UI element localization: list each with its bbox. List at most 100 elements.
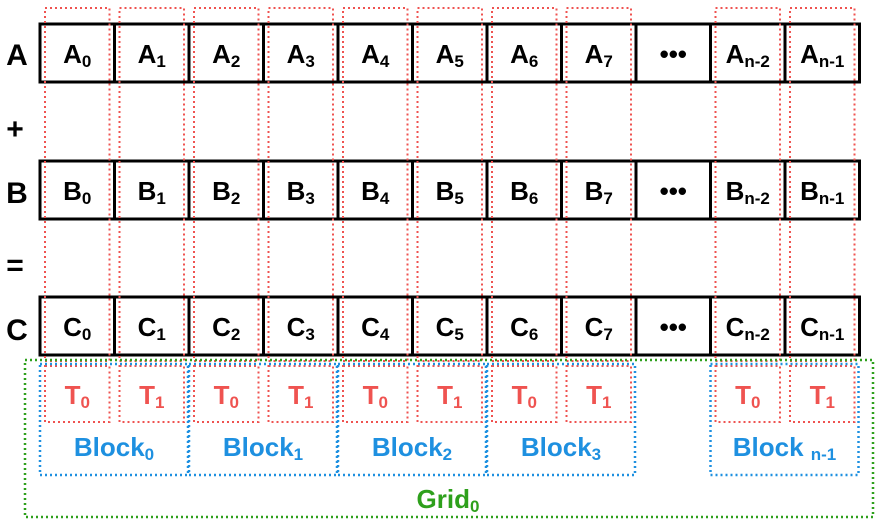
grid-label: Grid0 <box>417 484 480 516</box>
cell-letter: B <box>138 176 157 206</box>
thread-label-0: T0 <box>65 380 90 412</box>
cell-label-c-3: C3 <box>287 312 315 344</box>
cell-subscript: 2 <box>231 189 240 208</box>
cell-subscript: 7 <box>603 325 612 344</box>
cell-b-3 <box>262 159 340 221</box>
cell-c-5 <box>411 295 489 357</box>
thread-subscript: 0 <box>80 393 89 412</box>
cell-label-b-5: B5 <box>436 176 464 208</box>
cell-subscript: 5 <box>454 325 463 344</box>
cell-letter: A <box>726 39 745 69</box>
cell-letter: B <box>361 176 380 206</box>
thread-column-2 <box>193 7 260 362</box>
cell-label-a-1: A1 <box>138 39 166 71</box>
cell-letter: C <box>726 312 745 342</box>
cell-letter: C <box>287 312 306 342</box>
cell-subscript: n-1 <box>819 325 845 344</box>
cell-letter: C <box>800 312 819 342</box>
equals-sign: = <box>6 249 24 282</box>
cell-label-a-0: A0 <box>63 39 91 71</box>
block-label-3: Block3 <box>521 432 601 464</box>
cell-a-3 <box>262 22 340 84</box>
thread-column-3 <box>267 7 334 362</box>
cell-letter: C <box>361 312 380 342</box>
thread-subscript: 1 <box>304 393 313 412</box>
thread-column-5 <box>416 7 483 362</box>
thread-column-1 <box>118 7 185 362</box>
thread-subscript: 0 <box>378 393 387 412</box>
cell-subscript: 3 <box>305 52 314 71</box>
block-name: Block <box>733 432 811 462</box>
cell-b-8 <box>634 159 712 221</box>
cell-subscript: 6 <box>529 325 538 344</box>
cell-c-4 <box>336 295 414 357</box>
thread-column-8 <box>714 7 781 362</box>
cell-b-0 <box>38 159 116 221</box>
cell-label-c-2: C2 <box>212 312 240 344</box>
cell-subscript: n-1 <box>819 189 845 208</box>
block-subscript: 1 <box>294 445 303 464</box>
block-label-1: Block1 <box>223 432 303 464</box>
cell-subscript: 6 <box>529 189 538 208</box>
block-name: Block <box>372 432 443 462</box>
cell-b-10 <box>783 159 861 221</box>
thread-column-0 <box>44 7 111 362</box>
cell-letter: A <box>63 39 82 69</box>
cell-label-a-6: A6 <box>510 39 538 71</box>
thread-column-9 <box>789 7 856 362</box>
cell-label-b-9: Bn-2 <box>726 176 770 208</box>
cell-label-b-3: B3 <box>287 176 315 208</box>
plus-sign: + <box>6 113 24 146</box>
cell-label-c-5: C5 <box>436 312 464 344</box>
thread-letter: T <box>437 380 453 410</box>
cell-label-a-2: A2 <box>212 39 240 71</box>
thread-letter: T <box>586 380 602 410</box>
cell-subscript: n-2 <box>744 325 770 344</box>
cell-subscript: 1 <box>156 52 165 71</box>
thread-column-4 <box>342 7 409 362</box>
cell-letter: A <box>361 39 380 69</box>
grid-label-name: Grid <box>417 484 470 514</box>
thread-label-3: T1 <box>288 380 313 412</box>
cell-letter: C <box>138 312 157 342</box>
cell-b-7 <box>560 159 638 221</box>
block-name: Block <box>223 432 294 462</box>
cell-label-a-10: An-1 <box>800 39 844 71</box>
thread-letter: T <box>735 380 751 410</box>
cell-letter: A <box>585 39 604 69</box>
thread-subscript: 1 <box>825 393 834 412</box>
thread-subscript: 1 <box>155 393 164 412</box>
cell-subscript: 7 <box>603 189 612 208</box>
cell-subscript: n-2 <box>744 189 770 208</box>
cell-subscript: 2 <box>231 325 240 344</box>
cell-a-5 <box>411 22 489 84</box>
cell-letter: A <box>138 39 157 69</box>
cell-label-a-9: An-2 <box>726 39 770 71</box>
block-subscript: n-1 <box>811 445 837 464</box>
cell-a-7 <box>560 22 638 84</box>
cell-a-8 <box>634 22 712 84</box>
cell-letter: B <box>436 176 455 206</box>
thread-label-7: T1 <box>586 380 611 412</box>
cell-subscript: 3 <box>305 325 314 344</box>
cell-label-c-6: C6 <box>510 312 538 344</box>
cell-label-b-0: B0 <box>63 176 91 208</box>
cell-a-2 <box>187 22 265 84</box>
cell-letter: C <box>510 312 529 342</box>
row-label-b: B <box>6 177 28 210</box>
cell-c-0 <box>38 295 116 357</box>
cell-a-0 <box>38 22 116 84</box>
cell-b-1 <box>113 159 191 221</box>
cell-subscript: 1 <box>156 325 165 344</box>
cell-subscript: n-2 <box>744 52 770 71</box>
cell-letter: B <box>287 176 306 206</box>
thread-letter: T <box>512 380 528 410</box>
thread-columns <box>44 7 856 423</box>
cell-letter: B <box>63 176 82 206</box>
thread-column-7 <box>565 7 632 362</box>
cell-subscript: 4 <box>380 189 390 208</box>
cell-letter: B <box>800 176 819 206</box>
cell-label-c-9: Cn-2 <box>726 312 770 344</box>
cell-subscript: 6 <box>529 52 538 71</box>
